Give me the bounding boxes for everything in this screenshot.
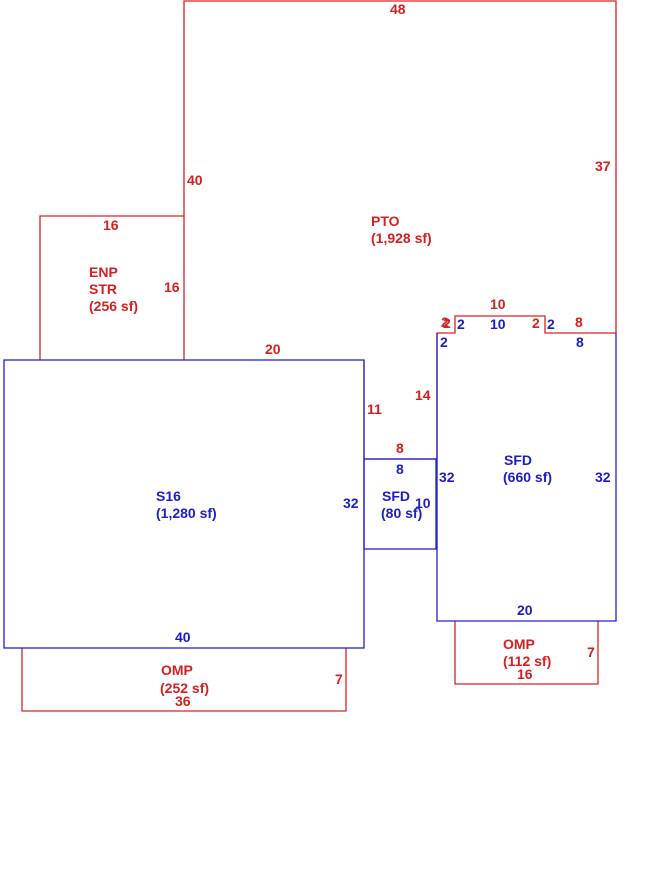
- dim-pto-notch: 8: [396, 440, 404, 456]
- enp-outline: [39, 215, 184, 360]
- sfd-main-code: SFD: [504, 452, 532, 468]
- dim-pto-bump-top: 10: [490, 296, 506, 312]
- dim-pto-step-a: 2: [441, 314, 449, 330]
- dim-sfd-step-left: 2: [440, 334, 448, 350]
- sfd-small-code: SFD: [382, 488, 410, 504]
- sfd-small-area: (80 sf): [381, 505, 422, 521]
- sfd-main-area: (660 sf): [503, 469, 552, 485]
- dim-omp-right-bottom: 16: [517, 666, 533, 682]
- dim-pto-right-step: 8: [575, 314, 583, 330]
- dim-sfd-bottom: 20: [517, 602, 533, 618]
- dim-sfd-right: 32: [595, 469, 611, 485]
- dim-pto-right: 37: [595, 158, 611, 174]
- omp-left-code: OMP: [161, 662, 193, 678]
- enp-code-line1: ENP: [89, 264, 118, 280]
- dim-sfd-step-a: 2: [457, 316, 465, 332]
- dim-sfd-right-step: 8: [576, 334, 584, 350]
- dim-omp-left-side: 7: [335, 671, 343, 687]
- dim-pto-inner-vertical: 11: [367, 401, 382, 417]
- pto-area: (1,928 sf): [371, 230, 432, 246]
- omp-left-area: (252 sf): [160, 680, 209, 696]
- omp-right-outline: [454, 621, 599, 685]
- sfd-main-outline: [436, 333, 617, 622]
- dim-sfd-small-right: 10: [415, 495, 431, 511]
- dim-sfd-bump-right: 2: [547, 316, 555, 332]
- pto-code: PTO: [371, 213, 400, 229]
- dim-enp-right: 16: [164, 279, 180, 295]
- dim-pto-step-vertical: 14: [415, 387, 431, 403]
- enp-area: (256 sf): [89, 298, 138, 314]
- dim-omp-right-side: 7: [587, 644, 595, 660]
- dim-pto-top: 48: [390, 1, 406, 17]
- dim-s16-right: 32: [343, 495, 359, 511]
- dim-pto-bump-right: 2: [532, 315, 540, 331]
- dim-sfd-small-top: 8: [396, 461, 404, 477]
- dim-omp-left-bottom: 36: [175, 693, 191, 709]
- omp-right-code: OMP: [503, 636, 535, 652]
- dim-s16-bottom: 40: [175, 629, 191, 645]
- dim-sfd-bump-top: 10: [490, 316, 506, 332]
- dim-pto-left: 40: [187, 172, 203, 188]
- dim-enp-top: 16: [103, 217, 119, 233]
- sfd-small-outline: [363, 458, 437, 550]
- omp-left-outline: [21, 648, 347, 712]
- s16-area: (1,280 sf): [156, 505, 217, 521]
- dim-sfd-left: 32: [439, 469, 455, 485]
- dim-pto-bottom: 20: [265, 341, 281, 357]
- s16-code: S16: [156, 488, 181, 504]
- dim-pto-step-b: 2: [443, 315, 451, 331]
- omp-right-area: (112 sf): [503, 653, 551, 669]
- s16-outline: [3, 359, 365, 649]
- enp-code-line2: STR: [89, 281, 117, 297]
